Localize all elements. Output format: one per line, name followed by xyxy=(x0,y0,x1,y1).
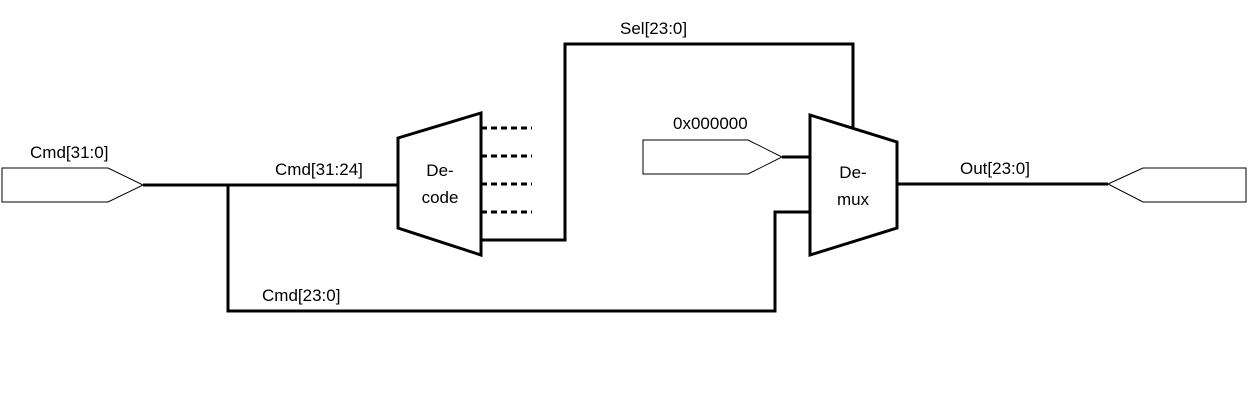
wire-cmd-low xyxy=(226,185,810,313)
decode-block xyxy=(396,110,483,258)
constant-port-label: 0x000000 xyxy=(673,114,748,133)
decode-label-line1: De- xyxy=(426,161,453,180)
demux-label-line2: mux xyxy=(837,190,870,209)
input-port-label: Cmd[31:0] xyxy=(30,143,108,162)
input-port-shape xyxy=(1,167,145,203)
output-port-label: Out[23:0] xyxy=(960,159,1030,178)
output-port-shape xyxy=(1106,167,1247,203)
wire-label-cmd-high: Cmd[31:24] xyxy=(275,160,363,179)
wire-label-cmd-low: Cmd[23:0] xyxy=(262,286,340,305)
demux-label-line1: De- xyxy=(839,163,866,182)
wire-sel xyxy=(481,42,855,242)
wire-label-sel: Sel[23:0] xyxy=(620,19,687,38)
demux-block xyxy=(808,112,899,258)
decode-label-line2: code xyxy=(422,188,459,207)
constant-port-shape xyxy=(642,139,784,175)
